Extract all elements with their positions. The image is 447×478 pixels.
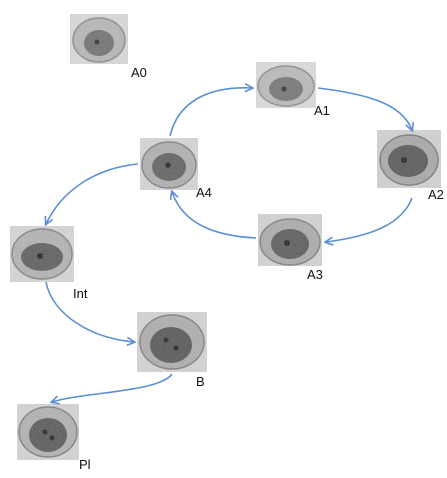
cell-image-a4 [140,138,198,190]
cell-image-a0 [70,14,128,64]
arrow-a2-to-a3 [326,197,413,242]
cell-image-b [137,312,207,372]
stage-label-int: Int [73,286,88,301]
arrow-a4-to-int [46,163,139,224]
arrow-a4-to-a1 [169,88,252,137]
cell-image-pl [17,404,79,460]
stage-label-a3: A3 [307,267,323,282]
stage-label-pl: Pl [79,457,91,472]
stage-label-a2: A2 [428,187,444,202]
stage-label-a1: A1 [314,103,330,118]
arrow-a3-to-a4 [172,192,257,239]
cell-image-a3 [258,214,322,266]
cell-image-int [10,226,74,282]
stage-label-a4: A4 [196,185,212,200]
stage-label-a0: A0 [131,65,147,80]
arrow-b-to-pl [52,373,173,402]
arrow-int-to-b [45,281,134,342]
cell-image-a1 [256,62,316,108]
arrow-a1-to-a2 [317,87,412,130]
stage-label-b: B [196,374,205,389]
cell-image-a2 [377,130,441,188]
